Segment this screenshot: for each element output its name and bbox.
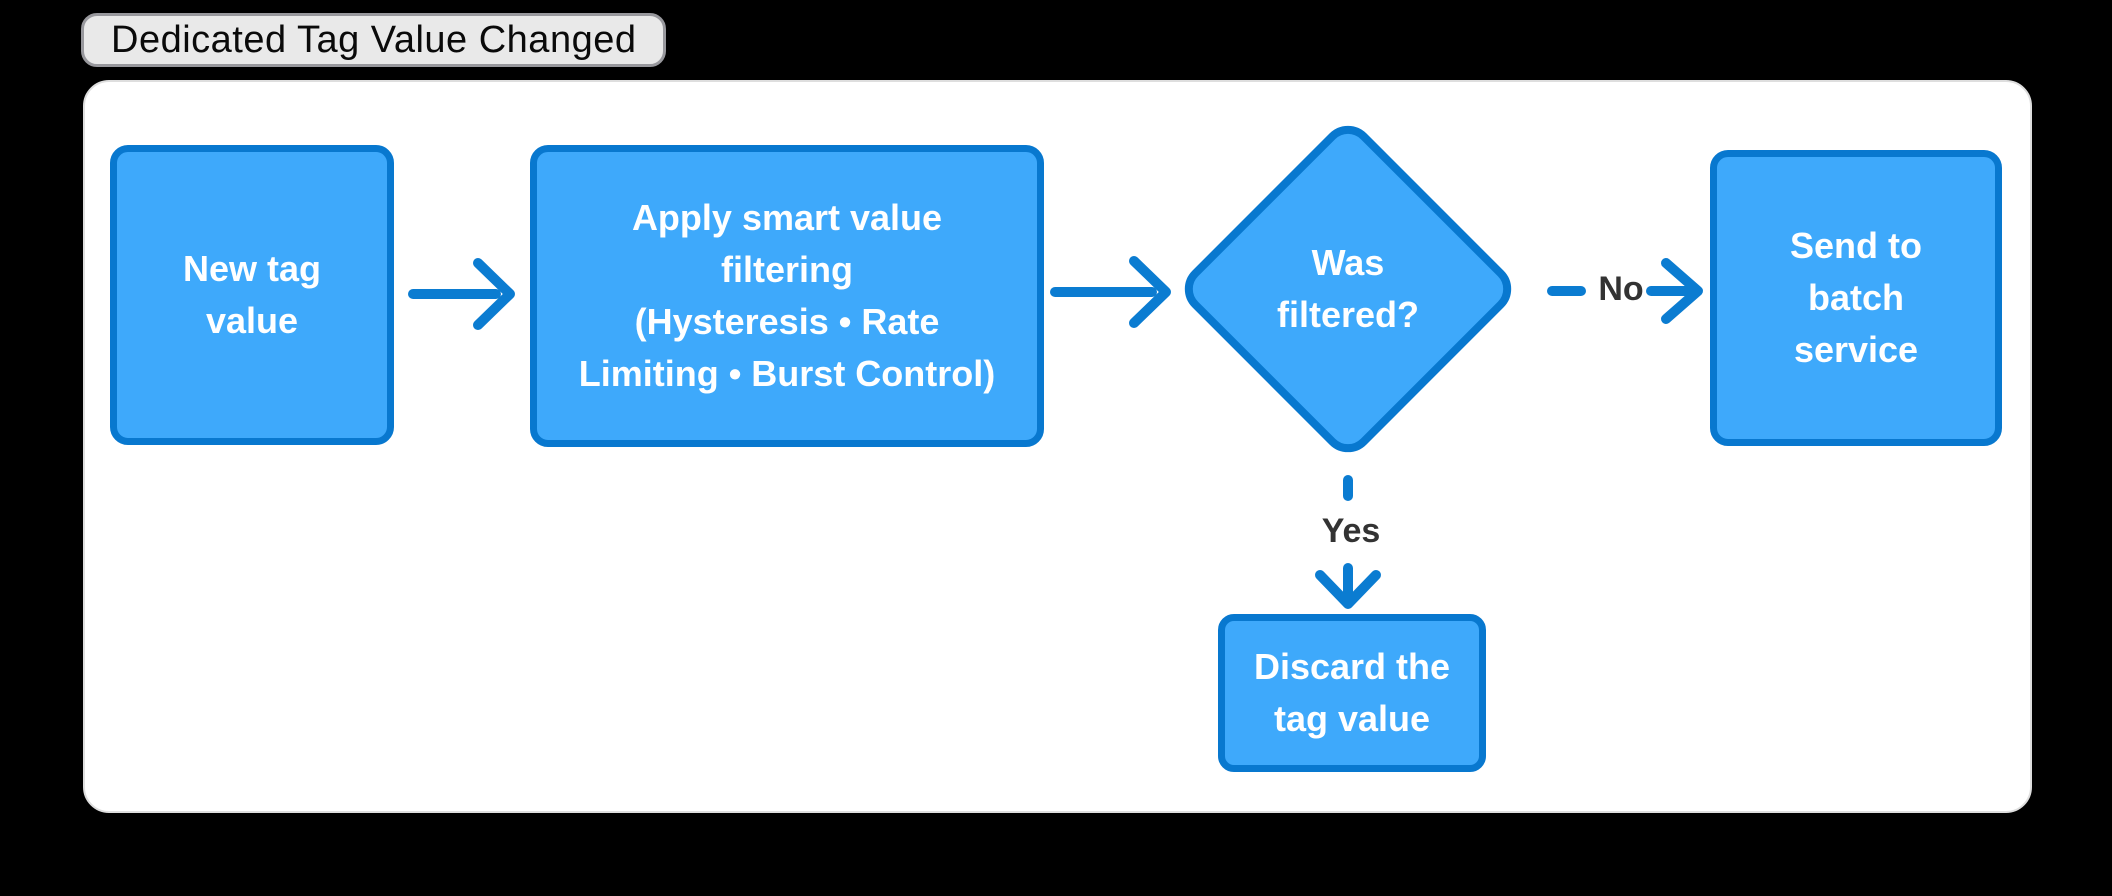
edge-label-no: No (1598, 270, 1644, 308)
node-new-tag-value-label: New tag value (182, 248, 322, 341)
node-was-filtered-label: Was filtered? (1276, 242, 1419, 335)
diagram-title: Dedicated Tag Value Changed (111, 18, 637, 61)
node-apply-smart-filtering-label: Apply smart value filtering (Hysteresis … (578, 197, 996, 394)
node-send-to-batch-service: Send to batch service (1710, 150, 2002, 446)
node-discard-tag-value: Discard the tag value (1218, 614, 1486, 772)
node-discard-tag-value-label: Discard the tag value (1253, 646, 1451, 739)
node-send-to-batch-service-label: Send to batch service (1790, 225, 1922, 370)
edge-label-yes: Yes (1321, 512, 1381, 550)
flowchart-canvas (83, 80, 2032, 813)
node-apply-smart-filtering: Apply smart value filtering (Hysteresis … (530, 145, 1044, 447)
diagram-title-badge: Dedicated Tag Value Changed (81, 13, 667, 67)
node-new-tag-value: New tag value (110, 145, 394, 445)
